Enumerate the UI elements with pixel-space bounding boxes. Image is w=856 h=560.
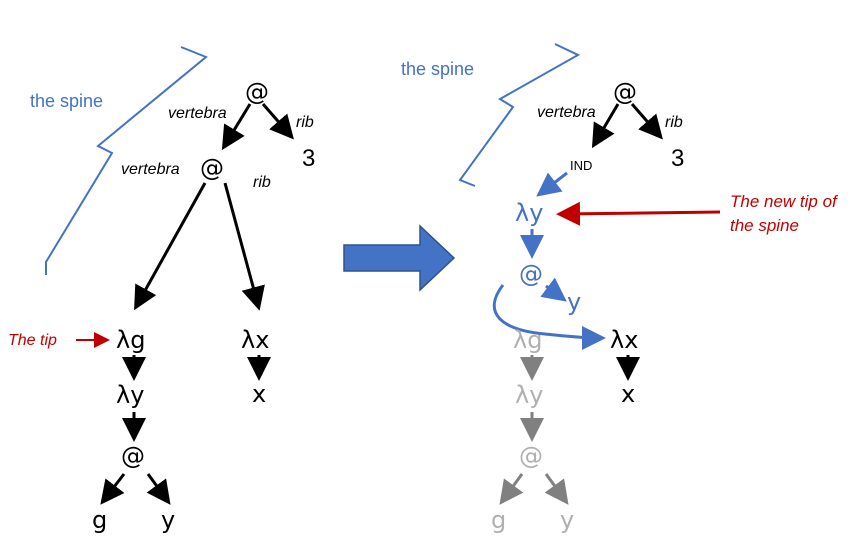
left-spine-label: the spine: [30, 91, 103, 111]
right-faded-edge-app-to-g: [499, 473, 524, 505]
left-edge-inner-to-lambda-g: [134, 182, 207, 311]
right-faded-leaf-y: y: [560, 506, 574, 534]
right-faded-edge-app-to-y: [544, 473, 569, 505]
left-vertebra-label-2: vertebra: [121, 161, 180, 178]
left-rib-label-1: rib: [296, 114, 314, 131]
left-lambda-g-node: λg: [116, 326, 145, 354]
left-inner-node: @: [200, 154, 224, 182]
left-edge-inner-to-lambda-x: [223, 182, 265, 311]
right-faded-lambda-y: λy: [515, 381, 543, 409]
left-vertebra-label-1: vertebra: [168, 105, 227, 122]
left-rib-value: 3: [302, 145, 315, 172]
right-edge-app-to-y: [540, 277, 567, 302]
right-arg-y: y: [567, 288, 581, 316]
left-spine-brace: [45, 46, 208, 275]
right-spine-label: the spine: [401, 59, 474, 79]
right-edge-root-to-rib: [630, 103, 663, 140]
right-x-body: x: [621, 380, 635, 408]
right-vertebra-label: vertebra: [537, 104, 596, 121]
right-new-tip-node: λy: [515, 199, 543, 227]
right-faded-lambda-g: λg: [513, 326, 542, 354]
left-leaf-y: y: [161, 506, 175, 534]
right-root-node: @: [613, 78, 637, 106]
transition-arrow: [343, 224, 456, 292]
right-faded-leaf-g: g: [491, 506, 506, 534]
left-x-body: x: [252, 380, 266, 408]
right-curve-arrow: [492, 284, 606, 350]
right-spine-brace: [458, 43, 581, 187]
right-ind-node: IND: [570, 158, 592, 173]
left-lambda-y-node: λy: [116, 381, 144, 409]
right-new-tip-annotation-line2: the spine: [730, 216, 799, 235]
left-tree: the spine @ vertebra rib 3 vertebra @ ri…: [8, 46, 315, 534]
left-edge-app-to-g: [100, 473, 126, 505]
left-edge-root-to-inner: [221, 103, 252, 151]
right-rib-value: 3: [671, 145, 684, 172]
left-leaf-g: g: [92, 506, 107, 534]
right-lambda-x-node: λx: [610, 326, 638, 354]
left-root-node: @: [245, 78, 269, 106]
left-lambda-x-node: λx: [241, 326, 269, 354]
right-new-tip-annotation-line1: The new tip of: [730, 192, 839, 211]
right-faded-app-node: @: [519, 442, 543, 470]
right-edge-root-to-ind: [591, 103, 620, 149]
right-edge-ind-to-lambda-y: [536, 171, 568, 197]
right-rib-label: rib: [665, 114, 683, 131]
left-tip-label: The tip: [8, 332, 57, 349]
right-app-node: @: [519, 260, 543, 288]
right-new-tip-arrow: [556, 201, 721, 226]
left-rib-label-2: rib: [253, 174, 271, 191]
left-edge-app-to-y: [146, 473, 171, 505]
left-edge-root-to-rib: [261, 103, 294, 140]
left-app-node: @: [121, 442, 145, 470]
right-tree: the spine @ vertebra rib 3 IND λy The ne…: [401, 43, 839, 534]
